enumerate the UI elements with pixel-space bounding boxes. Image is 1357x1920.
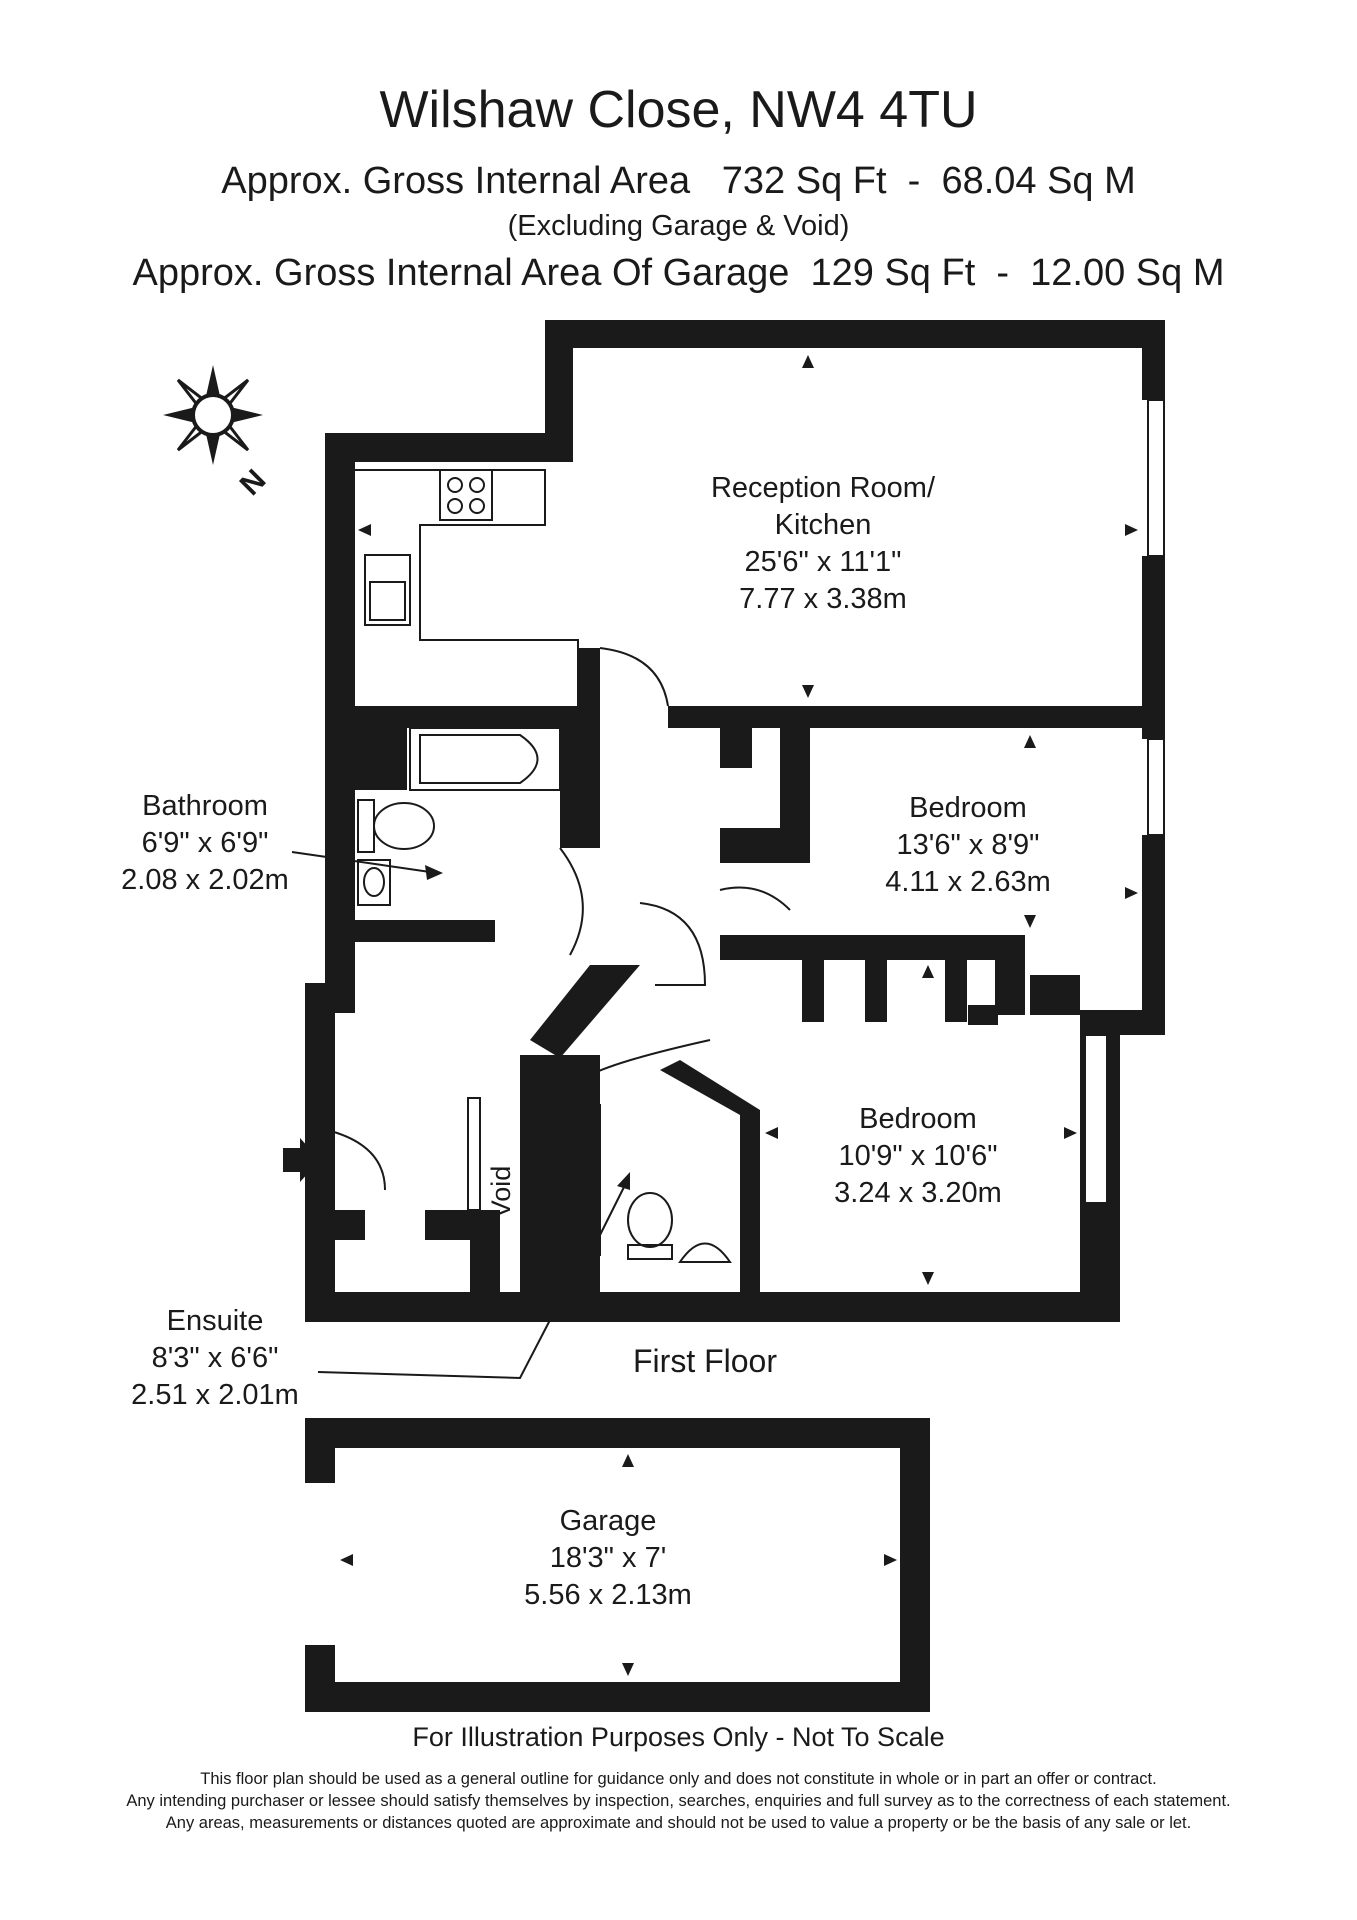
reception-name-1: Reception Room/ xyxy=(711,472,936,504)
bedroom2-name: Bedroom xyxy=(859,1103,977,1135)
toilet-icon xyxy=(357,799,435,853)
bathroom-imperial: 6'9" x 6'9" xyxy=(142,827,269,859)
bedroom1-name: Bedroom xyxy=(909,792,1027,824)
reception-name-2: Kitchen xyxy=(775,509,872,541)
room-garage: Garage 18'3" x 7' 5.56 x 2.13m xyxy=(524,1505,692,1611)
reception-metric: 7.77 x 3.38m xyxy=(739,583,907,615)
reception-imperial: 25'6" x 11'1" xyxy=(745,546,902,578)
bathroom-name: Bathroom xyxy=(142,790,268,822)
leader-lines xyxy=(291,851,630,1380)
room-ensuite: Ensuite 8'3" x 6'6" 2.51 x 2.01m xyxy=(131,1305,299,1411)
garage-imperial: 18'3" x 7' xyxy=(550,1542,667,1574)
ensuite-metric: 2.51 x 2.01m xyxy=(131,1379,299,1411)
bedroom1-metric: 4.11 x 2.63m xyxy=(885,866,1051,898)
dimension-arrows xyxy=(340,355,1138,1676)
exclusion-note: (Excluding Garage & Void) xyxy=(507,210,850,242)
garage-metric: 5.56 x 2.13m xyxy=(524,1579,692,1611)
compass-rose-icon xyxy=(163,365,263,465)
hob-icon xyxy=(439,469,493,521)
windows xyxy=(1084,399,1165,1204)
gross-area-line: Approx. Gross Internal Area 732 Sq Ft - … xyxy=(221,160,1136,202)
room-bedroom-1: Bedroom 13'6" x 8'9" 4.11 x 2.63m xyxy=(885,792,1051,898)
disclaimer-line-1: This floor plan should be used as a gene… xyxy=(200,1770,1157,1788)
bedroom2-imperial: 10'9" x 10'6" xyxy=(838,1140,997,1172)
bath-icon xyxy=(409,727,561,791)
kitchen-worktop xyxy=(355,469,579,706)
disclaimer-line-3: Any areas, measurements or distances quo… xyxy=(165,1814,1192,1832)
basin-icon xyxy=(357,859,391,906)
room-bedroom-2: Bedroom 10'9" x 10'6" 3.24 x 3.20m xyxy=(834,1103,1002,1209)
disclaimer-line-2: Any intending purchaser or lessee should… xyxy=(126,1792,1231,1810)
illustration-disclaimer: For Illustration Purposes Only - Not To … xyxy=(412,1722,945,1752)
garage-area-line: Approx. Gross Internal Area Of Garage 12… xyxy=(132,252,1225,294)
void-label: Void xyxy=(486,1166,516,1219)
doors xyxy=(326,647,791,1191)
ensuite-name: Ensuite xyxy=(167,1305,264,1337)
sink-icon xyxy=(364,554,411,626)
bathroom-metric: 2.08 x 2.02m xyxy=(121,864,289,896)
garage-walls xyxy=(305,1418,930,1712)
room-reception: Reception Room/ Kitchen 25'6" x 11'1" 7.… xyxy=(711,472,936,615)
bedroom1-imperial: 13'6" x 8'9" xyxy=(897,829,1040,861)
garage-name: Garage xyxy=(560,1505,657,1537)
bedroom2-metric: 3.24 x 3.20m xyxy=(834,1177,1002,1209)
page-title: Wilshaw Close, NW4 4TU xyxy=(379,81,978,139)
ensuite-imperial: 8'3" x 6'6" xyxy=(152,1342,279,1374)
entrance-arrow-icon xyxy=(283,1138,320,1182)
ensuite-toilet-icon xyxy=(627,1192,673,1260)
floor-label: First Floor xyxy=(633,1343,777,1379)
north-label: N xyxy=(234,463,273,502)
void-hatch xyxy=(467,1097,481,1211)
ensuite-basin-icon xyxy=(678,1242,732,1263)
room-bathroom: Bathroom 6'9" x 6'9" 2.08 x 2.02m xyxy=(121,790,289,896)
ensuite-bath-icon xyxy=(537,1104,601,1256)
